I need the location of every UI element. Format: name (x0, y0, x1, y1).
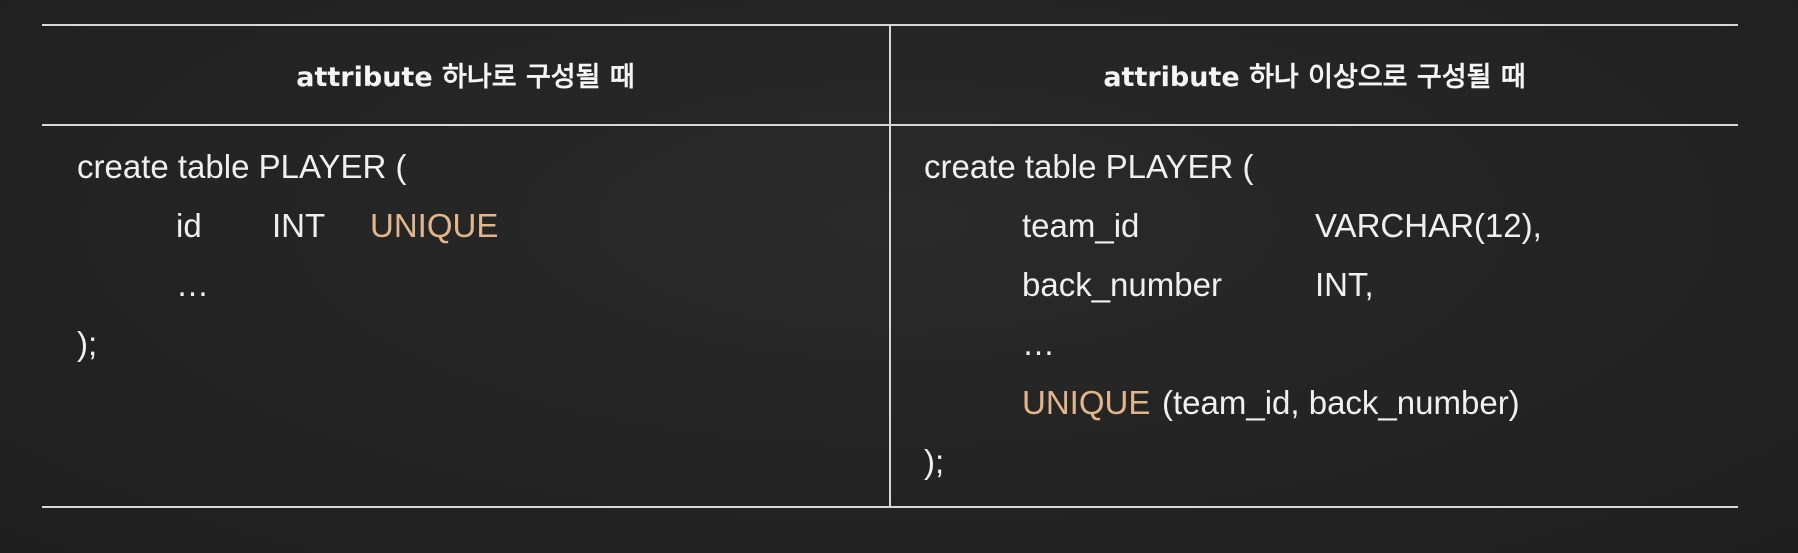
table-column-divider (889, 24, 891, 508)
right-ellipsis: … (1022, 325, 1055, 362)
left-unique-keyword: UNIQUE (370, 207, 499, 244)
left-column-type: INT (272, 207, 326, 244)
left-create-table-line: create table PLAYER ( (77, 148, 407, 185)
right-create-table-line: create table PLAYER ( (924, 148, 1254, 185)
left-ellipsis: … (176, 266, 209, 303)
right-close-paren: ); (924, 443, 945, 480)
header-single-attribute: attribute 하나로 구성될 때 (296, 61, 635, 93)
right-unique-keyword: UNIQUE (1022, 384, 1151, 421)
left-close-paren: ); (77, 325, 98, 362)
right-column2-type: INT, (1315, 266, 1374, 303)
right-column2-name: back_number (1022, 266, 1222, 303)
right-column1-type: VARCHAR(12), (1315, 207, 1542, 244)
right-column1-name: team_id (1022, 207, 1140, 244)
right-unique-columns: (team_id, back_number) (1162, 384, 1520, 421)
header-multiple-attributes: attribute 하나 이상으로 구성될 때 (1103, 61, 1526, 93)
left-column-name: id (176, 207, 202, 244)
